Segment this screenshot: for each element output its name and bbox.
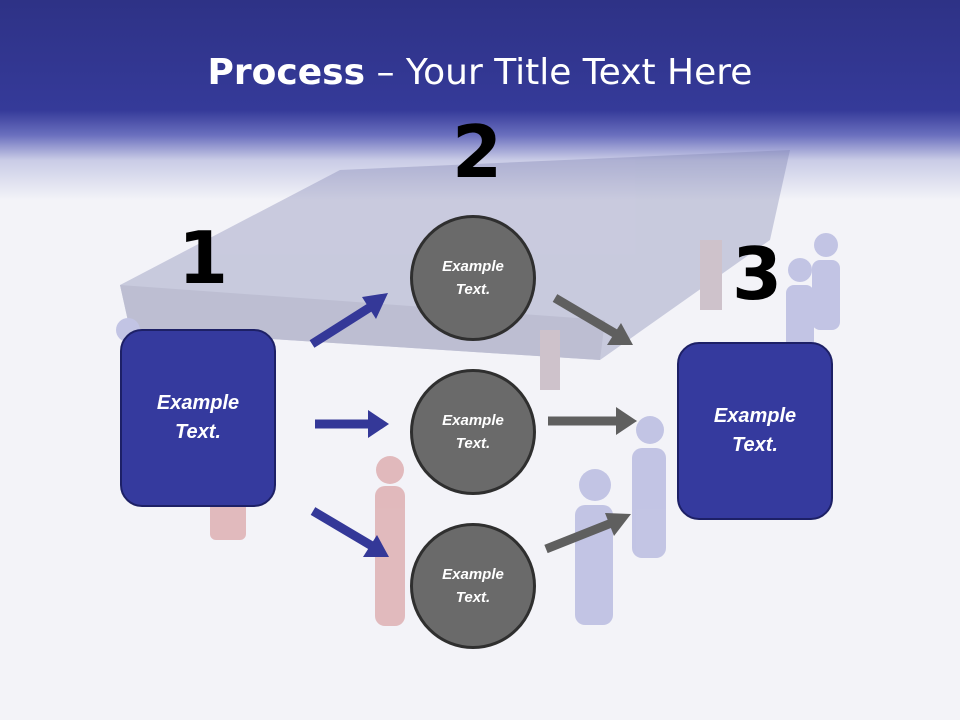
- right-text-box: Example Text.: [677, 342, 833, 520]
- circle-top-text: Example Text.: [442, 258, 504, 298]
- arrow-left-down: [310, 507, 389, 557]
- step-number-2: 2: [452, 110, 503, 194]
- arrow-right-down: [552, 294, 633, 345]
- arrow-left-middle: [315, 410, 389, 438]
- step-number-3: 3: [732, 232, 783, 316]
- arrow-right-middle: [548, 407, 637, 435]
- circle-bottom-text: Example Text.: [442, 566, 504, 606]
- circle-middle-text: Example Text.: [442, 412, 504, 452]
- right-box-text: Example Text.: [713, 405, 797, 456]
- circle-middle: Example Text.: [410, 369, 536, 495]
- step-number-1: 1: [178, 216, 229, 300]
- circle-top: Example Text.: [410, 215, 536, 341]
- circle-bottom: Example Text.: [410, 523, 536, 649]
- title-bar: [0, 0, 960, 200]
- arrow-left-up: [309, 293, 388, 348]
- left-text-box: Example Text.: [120, 329, 276, 507]
- left-box-text: Example Text.: [156, 392, 240, 443]
- arrow-right-up: [544, 513, 631, 554]
- slide-title: Process – Your Title Text Here: [207, 52, 753, 93]
